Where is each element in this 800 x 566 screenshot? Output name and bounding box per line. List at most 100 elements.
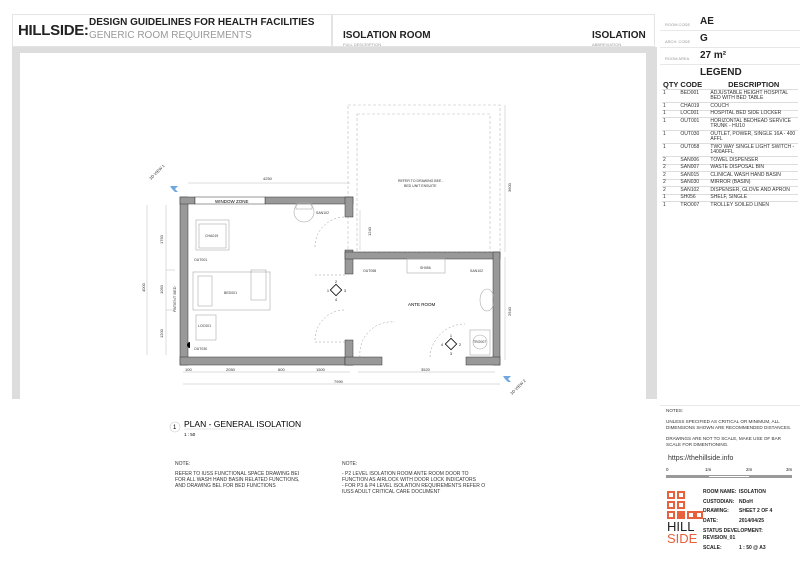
outlet-icon: [187, 342, 190, 348]
marker-b2: 2: [459, 343, 461, 347]
note-right-line: FUNCTION AS AIRLOCK WITH DOOR LOCK INDIC…: [342, 477, 476, 483]
legend-code: SAN006: [679, 156, 710, 164]
dim-top: 4250: [263, 176, 273, 181]
bar-scale-3: 3m: [786, 467, 793, 472]
bar-scale-0: 0: [666, 467, 669, 472]
view2-label: 3D VIEW 2: [509, 378, 527, 396]
bar-scale-2: 2m: [746, 467, 753, 472]
note-right: NOTE: - P2 LEVEL ISOLATION ROOM ANTE ROO…: [342, 461, 485, 495]
bar-scale-1: 1m: [705, 467, 712, 472]
title-block-label: DRAWING:: [703, 508, 729, 514]
item-out030: OUT030: [194, 347, 207, 351]
marker-b4: 4: [441, 343, 443, 347]
col-qty: QTY: [663, 80, 679, 89]
legend-code: SAN015: [679, 171, 710, 179]
svg-text:HILL: HILL: [667, 519, 694, 534]
legend-qty: 1: [662, 89, 680, 103]
sheet-note-1: UNLESS SPECIFIED AS CRITICAL OR MINIMUM,…: [666, 419, 792, 430]
door-swings: [314, 216, 466, 358]
note-left-title: NOTE:: [175, 461, 191, 467]
sheet-notes-box: [660, 405, 800, 545]
legend-description: SHELF, SINGLE: [709, 193, 798, 202]
note-right-title: NOTE:: [342, 461, 358, 467]
legend-qty: 2: [662, 171, 680, 179]
dim-l1: 1750: [159, 234, 164, 244]
dim-ante-h: 2540: [507, 306, 512, 316]
col-description: DESCRIPTION: [728, 80, 780, 89]
legend-code: SAN007: [679, 163, 710, 172]
website-link[interactable]: https://thehillside.info: [668, 455, 734, 462]
legend-description: CLINICAL WASH HAND BASIN: [709, 171, 798, 179]
marker-4: 4: [335, 298, 337, 302]
room-area-label: ROOM AREA: [665, 56, 690, 61]
item-san102b: SAN102: [470, 269, 483, 273]
arch-code-label: ARCH. CODE: [665, 39, 691, 44]
item-out058: OUT058: [363, 269, 376, 273]
legend-description: COUCH: [709, 102, 798, 110]
legend-description: MIRROR (BASIN): [709, 178, 798, 187]
view2-camera-icon[interactable]: [503, 376, 511, 382]
title-block-label: SCALE:: [703, 545, 722, 551]
view1-camera-icon[interactable]: [170, 186, 178, 192]
legend-code: SAN030: [679, 178, 710, 187]
legend-qty: 1: [662, 102, 680, 110]
dim-left-total: 4000: [141, 282, 146, 292]
legend-qty: 1: [662, 109, 680, 118]
dim-b4: 1500: [316, 367, 326, 372]
legend-description: TOWEL DISPENSER: [709, 156, 798, 164]
dim-total: 7990: [334, 379, 344, 384]
title-block-label: ROOM NAME:: [703, 489, 737, 495]
header-middle: [332, 14, 655, 47]
room-code-value: AE: [700, 16, 714, 27]
dim-b1: 100: [185, 367, 192, 372]
legend-qty: 2: [662, 156, 680, 164]
sheet-notes-title: NOTES:: [666, 408, 684, 413]
legend-qty: 2: [662, 163, 680, 172]
note-right-line: - P2 LEVEL ISOLATION ROOM ANTE ROOM DOOR…: [342, 471, 469, 477]
item-sh056: SH056: [420, 266, 431, 270]
furniture: [192, 201, 495, 356]
sheet-note-2: DRAWINGS ARE NOT TO SCALE, MAKE USE OF B…: [666, 436, 781, 447]
view-title: PLAN - GENERAL ISOLATION: [184, 419, 301, 429]
full-description: ISOLATION ROOM: [343, 30, 431, 41]
dim-b2: 2050: [226, 367, 236, 372]
note-left-line: FOR ALL WASH HAND BASIN RELATED FUNCTION…: [175, 477, 300, 483]
brand: HILLSIDE:: [18, 22, 89, 39]
doc-subtitle: GENERIC ROOM REQUIREMENTS: [89, 30, 252, 41]
note-left-line: REFER TO IUSS FUNCTIONAL SPACE DRAWING B…: [175, 471, 300, 477]
dim-ante-w: 3520: [421, 367, 431, 372]
marker-b3: 3: [450, 352, 452, 356]
view-number-circle: [169, 421, 181, 433]
legend-qty: 1: [662, 117, 680, 131]
title-block-label: DATE:: [703, 517, 718, 524]
elevation-markers: 1 2 3 4 1 2 3 4: [327, 280, 461, 356]
title-block-value: SHEET 2 OF 4: [739, 508, 773, 514]
title-block-value: 2014/04/25: [739, 517, 765, 524]
arch-code: ARCH. CODE G: [660, 31, 800, 48]
dim-ensuite-h: 3600: [507, 182, 512, 192]
legend-description: HORIZONTAL BEDHEAD SERVICE TRUNK - HU10: [709, 117, 798, 131]
col-code: CODE: [680, 80, 703, 89]
dim-l2: 1050: [159, 284, 164, 294]
ensuite-label-2: BED UNIT ENSUITE: [404, 184, 437, 188]
legend-qty: 1: [662, 201, 680, 209]
arch-code-value: G: [700, 33, 708, 44]
legend-code: SAN102: [679, 186, 710, 194]
item-out001: OUT001: [194, 258, 207, 262]
item-bed001: BED001: [224, 291, 237, 295]
abbreviation: ISOLATION: [592, 30, 646, 41]
view-number: 1: [173, 425, 177, 431]
sheet-notes: NOTES: UNLESS SPECIFIED AS CRITICAL OR M…: [666, 408, 796, 448]
legend-code: OUT030: [679, 130, 710, 144]
ante-room-label: ANTE ROOM: [408, 302, 436, 307]
